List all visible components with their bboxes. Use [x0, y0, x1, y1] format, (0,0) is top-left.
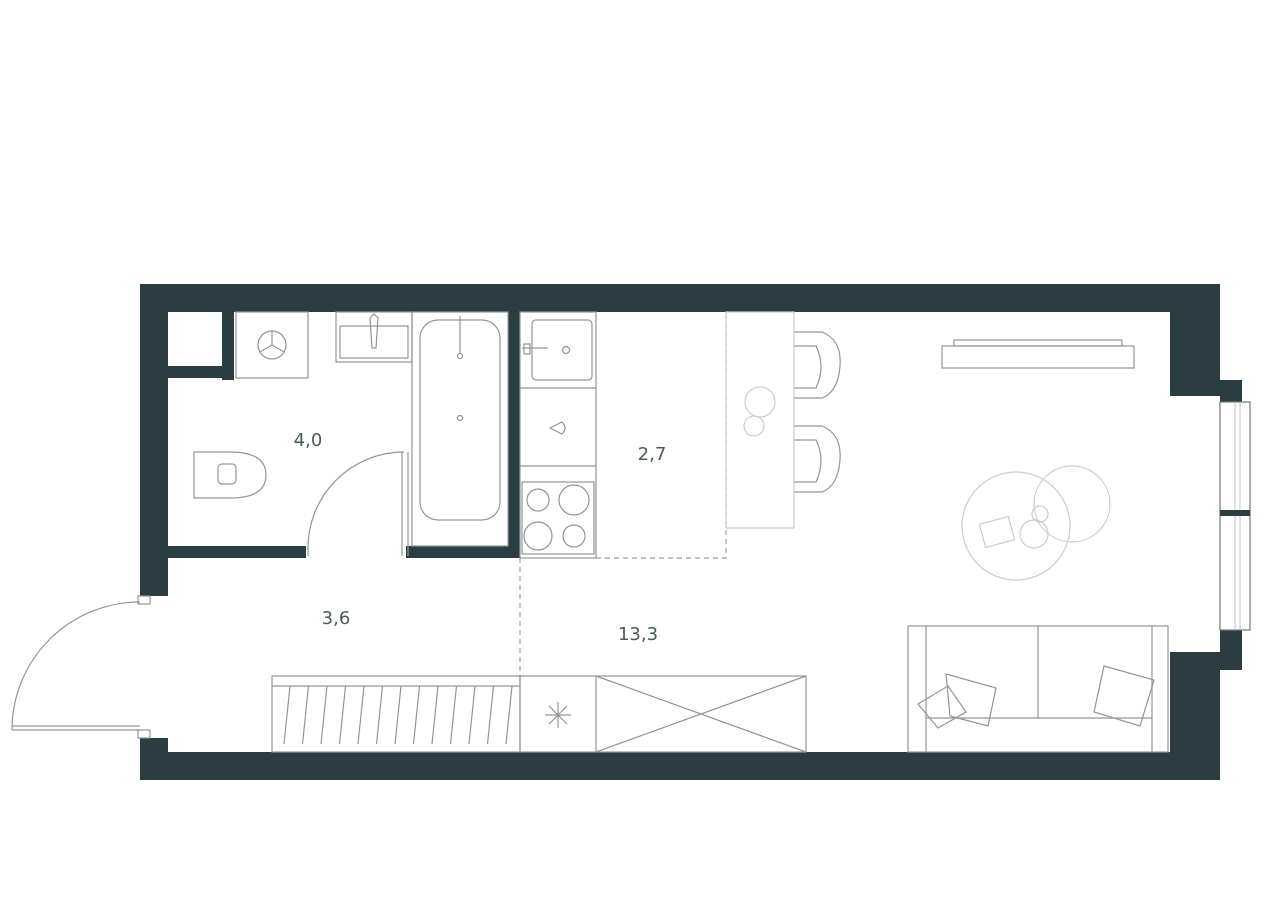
hanger-line: [505, 685, 513, 745]
kitchen-fixtures: [519, 311, 727, 559]
hanger-line: [394, 685, 402, 745]
window-mullion: [1220, 510, 1250, 516]
wall-top: [140, 284, 1220, 312]
kitchen-counter: [519, 311, 597, 559]
dining-set: [725, 311, 841, 529]
cushion-icon: [917, 685, 967, 729]
area-label-bathroom: 4,0: [294, 430, 323, 451]
tv-unit: [941, 345, 1135, 369]
burner-icon: [558, 484, 590, 516]
bathtub: [411, 311, 509, 547]
storage-cabinet: [519, 675, 807, 753]
wall-right-upper: [1170, 284, 1220, 396]
hanger-line: [468, 685, 476, 745]
asterisk-icon: [545, 702, 571, 728]
duct-wall-bottom: [168, 366, 234, 378]
wall-right-lower-ledge: [1220, 630, 1242, 670]
cushion-icon: [945, 673, 997, 727]
wardrobe: [271, 675, 521, 753]
bathroom-kitchen-wall: [508, 312, 520, 558]
hanger-line: [338, 685, 347, 745]
hanger-line: [449, 685, 458, 745]
entrance-door-swing: [11, 601, 141, 731]
hanger-line: [412, 685, 421, 745]
bathroom-sink: [335, 311, 413, 363]
area-label-kitchen: 2,7: [638, 444, 667, 465]
living-room-furniture: [907, 339, 1169, 753]
bathroom-fixtures: [193, 311, 509, 556]
chair-icon: [794, 425, 841, 493]
area-label-hallway: 3,6: [322, 608, 351, 629]
burner-icon: [523, 521, 553, 551]
hanger-line: [486, 685, 495, 745]
hangers: [283, 685, 513, 745]
burner-icon: [562, 524, 586, 548]
kitchen-sink: [531, 319, 593, 381]
wall-right-lower: [1170, 652, 1220, 780]
hanger-line: [301, 685, 310, 745]
duct-wall-right: [222, 312, 234, 380]
wall-right-upper-ledge: [1220, 380, 1242, 402]
bathroom-wall-bottom-right: [406, 546, 516, 558]
wall-left-upper: [140, 284, 168, 596]
hanger-line: [357, 685, 365, 745]
hanger-line: [320, 685, 328, 745]
stove: [521, 481, 595, 555]
dishwasher-drop-icon: [548, 421, 566, 435]
round-rug: [961, 471, 1071, 581]
wall-left-lower: [140, 738, 168, 780]
walls: [140, 284, 1251, 780]
area-label-living-room: 13,3: [618, 624, 658, 645]
hanger-line: [431, 685, 439, 745]
washing-machine: [235, 311, 309, 379]
burner-icon: [526, 488, 550, 512]
hanger-line: [375, 685, 384, 745]
bathroom-door-swing: [307, 451, 405, 551]
area-labels: 4,0 2,7 3,6 13,3: [294, 430, 667, 645]
bathroom-wall-bottom-left: [168, 546, 306, 558]
dining-table: [725, 311, 795, 529]
cushion-icon: [1093, 665, 1155, 727]
toilet-icon: [193, 451, 267, 499]
chair-icon: [794, 331, 841, 399]
wall-bottom: [140, 752, 1220, 780]
hallway-fixtures: [11, 558, 807, 753]
hanger-line: [283, 685, 291, 745]
